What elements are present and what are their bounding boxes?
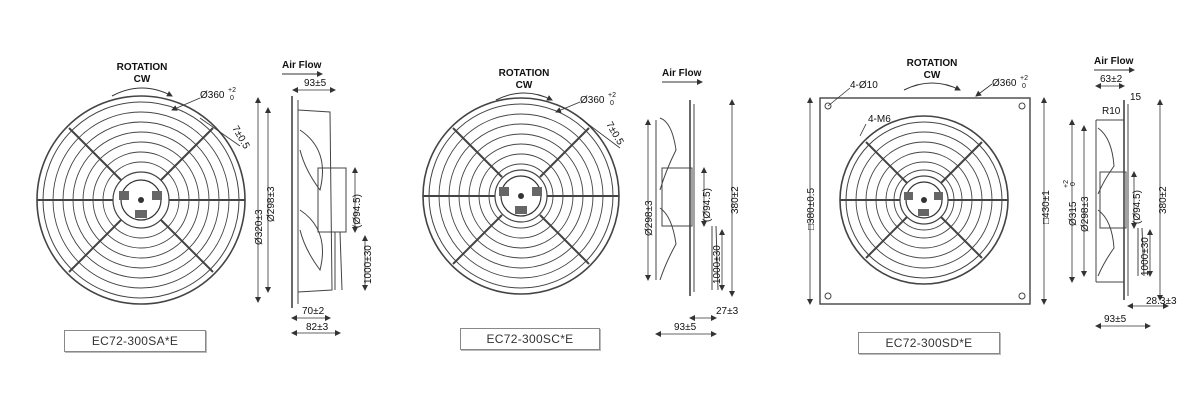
fan3-air-flow-label: Air Flow — [1094, 56, 1134, 67]
fan1-ring-dia: Ø298±3 — [266, 186, 277, 222]
fan1-depth-top: 93±5 — [304, 78, 327, 89]
fan3-height: 380±2 — [1158, 186, 1169, 214]
fan1-depth-b: 82±3 — [306, 322, 329, 333]
fan3-holes: 4-Ø10 — [850, 80, 878, 91]
fan2-front-view: ROTATION CW Ø360 + — [422, 68, 626, 295]
fan1-cable: 1000±30 — [363, 245, 374, 284]
fan3-guard-tol-zero: 0 — [1070, 182, 1077, 186]
fan2-rotation-arrow — [495, 92, 553, 101]
fan2-side-view: Air Flow Ø298±3 (Ø94.5) 380±2 1000±30 27… — [644, 68, 741, 337]
fan3-cable: 1000±30 — [1140, 237, 1151, 276]
fan3-direction-label: CW — [924, 70, 941, 81]
fan1-tol-plus: +2 — [228, 87, 236, 94]
fan2-hub-dia: (Ø94.5) — [702, 188, 713, 222]
fan1-offset: 7±0.5 — [229, 124, 251, 151]
model-label-1: EC72-300SA*E — [64, 330, 206, 352]
fan1-tol-zero: 0 — [230, 95, 234, 102]
fan1-rotation-label: ROTATION — [117, 62, 168, 73]
fan2-offset: 7±0.5 — [603, 120, 625, 147]
fan3-radius: R10 — [1102, 106, 1121, 117]
fan3-tol-plus: +2 — [1020, 75, 1028, 82]
fan3-front-view: ROTATION CW — [806, 58, 1052, 305]
fan3-tol-zero: 0 — [1022, 83, 1026, 90]
model-label-2: EC72-300SC*E — [460, 328, 600, 350]
fan1-grille — [36, 95, 246, 305]
fan1-offset-leader — [199, 117, 241, 147]
fan3-square-inner: □430±1 — [1041, 190, 1052, 224]
model-label-3: EC72-300SD*E — [858, 332, 1000, 354]
fan3-screws: 4-M6 — [868, 114, 891, 125]
fan3-guard-tol-plus: +2 — [1063, 180, 1070, 188]
fan2-hub — [499, 175, 542, 217]
fan2-rotation-label: ROTATION — [499, 68, 550, 79]
fan3-rotation-label: ROTATION — [907, 58, 958, 69]
fan2-cable: 1000±30 — [712, 245, 723, 284]
fan1-hub — [119, 179, 162, 221]
fan2-tol-plus: +2 — [608, 92, 616, 99]
fan1-direction-label: CW — [134, 74, 151, 85]
fan3-depth-a: 28.3±3 — [1146, 296, 1177, 307]
fan3-side-view: Air Flow 63±2 R10 15 Ø315 +2 0 Ø298±3 (Ø… — [1063, 56, 1177, 329]
fan2-depth-b: 93±5 — [674, 322, 697, 333]
fan1-rotation-arrow — [111, 87, 173, 97]
fan1-front-view: ROTATION CW Ø360 + — [36, 62, 252, 305]
fan3-grille — [839, 115, 1009, 285]
fan2-tol-zero: 0 — [610, 100, 614, 107]
fan2-direction-label: CW — [516, 80, 533, 91]
fan1-depth-a: 70±2 — [302, 306, 325, 317]
fan3-rotation-arrow — [903, 82, 961, 91]
fan1-outer-dia-leader — [171, 97, 201, 111]
fan3-guard-dia: Ø315 — [1068, 201, 1079, 226]
fan2-grille — [422, 97, 620, 295]
fan3-mounting-plate — [819, 97, 1031, 305]
fan3-top-dim: 63±2 — [1100, 74, 1123, 85]
fan1-outer-dia: Ø360 — [200, 90, 225, 101]
fan2-ring-dia: Ø298±3 — [644, 200, 655, 236]
fan2-depth-a: 27±3 — [716, 306, 739, 317]
fan3-ring-dia: Ø298±3 — [1080, 196, 1091, 232]
fan3-hub-dia: (Ø94.5) — [1132, 190, 1143, 224]
fan3-depth-b: 93±5 — [1104, 314, 1127, 325]
fan1-guard-dia: Ø320±3 — [254, 209, 265, 245]
fan3-outer-dia: Ø360 — [992, 78, 1017, 89]
fan2-outer-dia: Ø360 — [580, 95, 605, 106]
fan1-side-view: Air Flow 93±5 Ø320±3 Ø298±3 (Ø94.5) 1000… — [254, 60, 374, 336]
fan1-hub-dia: (Ø94.5) — [352, 194, 363, 228]
fan3-square-outer: □380±0.5 — [806, 187, 817, 230]
fan2-air-flow-label: Air Flow — [662, 68, 702, 79]
fan1-air-flow-label: Air Flow — [282, 60, 322, 71]
fan2-height: 380±2 — [730, 186, 741, 214]
fan3-hub — [904, 181, 943, 219]
fan3-flange: 15 — [1130, 92, 1142, 103]
